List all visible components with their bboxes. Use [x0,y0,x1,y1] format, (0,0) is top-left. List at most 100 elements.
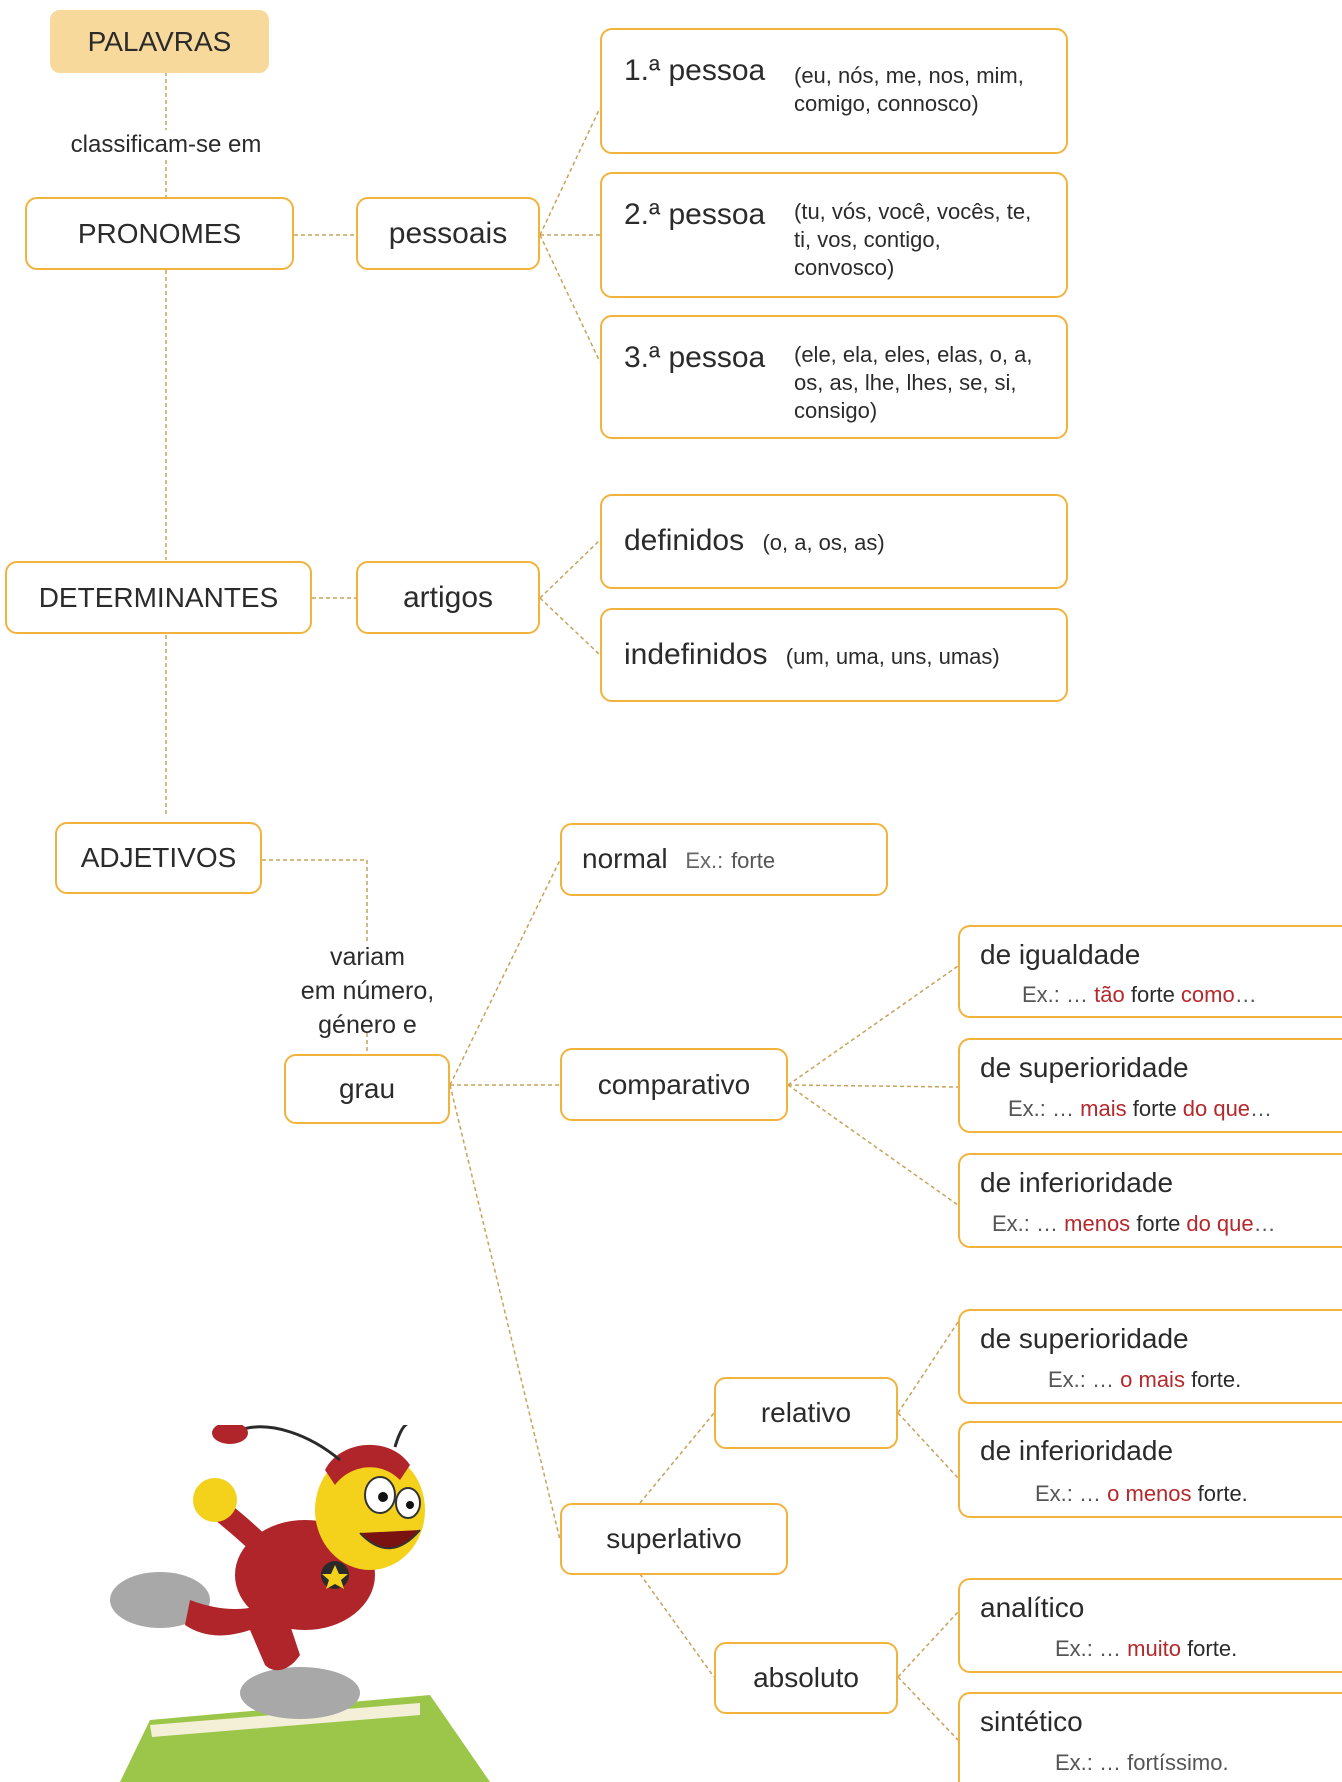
link-abs-sintetico [897,1676,959,1741]
normal-ex: forte [731,848,776,873]
link-comp-inferioridade [787,1084,959,1206]
adjetivos-label: ADJETIVOS [80,842,237,873]
link-super-relativo [639,1412,715,1504]
ex-word: forte. [1191,1367,1242,1392]
ex-highlight: como [1180,982,1235,1007]
link-adjetivos-variam [262,859,368,942]
rel-superioridade-title: de superioridade [980,1323,1189,1354]
node-indefinidos: indefinidos (um, uma, uns, umas) [600,608,1068,702]
ex-highlight: muito [1127,1636,1181,1661]
node-comparativo: comparativo [560,1048,788,1121]
ex-ellipsis: … [1253,1211,1276,1236]
ex-prefix: Ex.: … [1008,1096,1075,1121]
analitico-title: analítico [980,1592,1085,1623]
ex-prefix: Ex.: … [1048,1367,1115,1392]
node-determinantes: DETERMINANTES [5,561,312,634]
rel-inferioridade-title: de inferioridade [980,1435,1174,1466]
pronomes-label: PRONOMES [77,217,242,249]
link-line-1: variam [329,943,405,971]
link-pessoais-3 [539,234,601,363]
node-grau: grau [284,1054,450,1124]
node-relativo: relativo [714,1377,898,1449]
node-rel-inferioridade: de inferioridade Ex.: … o menos forte. [958,1421,1342,1518]
ex-prefix: Ex.: … fortíssimo. [1055,1750,1229,1775]
sintetico-title: sintético [980,1706,1083,1737]
pessoa-3-title: 3.ª pessoa [624,341,766,374]
rel-superioridade-example: Ex.: … o mais forte. [1048,1367,1241,1393]
link-abs-analitico [897,1611,959,1678]
comp-superioridade-title: de superioridade [980,1052,1189,1083]
comparativo-label: comparativo [597,1068,751,1100]
root-label: PALAVRAS [87,25,232,57]
link-artigos-definidos [539,539,601,599]
artigos-label: artigos [402,580,494,614]
ex-highlight: o mais [1120,1367,1185,1392]
rel-inferioridade-example: Ex.: … o menos forte. [1035,1481,1248,1507]
determinantes-label: DETERMINANTES [38,581,279,613]
pessoa-2-title: 2.ª pessoa [624,198,766,231]
pessoa-1-title: 1.ª pessoa [624,54,766,87]
ex-word: forte [1136,1211,1181,1236]
link-rel-superioridade [897,1321,959,1414]
node-adjetivos: ADJETIVOS [55,822,262,894]
node-sintetico: sintético Ex.: … fortíssimo. [958,1692,1342,1782]
definidos-detail: (o, a, os, as) [762,530,885,555]
ex-prefix: Ex.: … [1022,982,1089,1007]
link-artigos-indefinidos [539,597,601,656]
node-pronomes: PRONOMES [25,197,294,270]
link-comp-superioridade [787,1084,959,1088]
root-link-label: classificam-se em [70,131,262,158]
pessoa-2-detail: (tu, vós, você, vocês, te, ti, vos, cont… [794,199,1032,280]
root-node-palavras: PALAVRAS [50,10,269,73]
ex-ellipsis: … [1234,982,1257,1007]
ex-prefix: Ex.: … [992,1211,1059,1236]
normal-label: normal [582,843,668,874]
link-super-absoluto [639,1573,715,1678]
igualdade-title: de igualdade [980,939,1141,970]
ex-word: forte [1132,1096,1177,1121]
ex-highlight: o menos [1107,1481,1192,1506]
ex-prefix: Ex.: … [1055,1636,1122,1661]
definidos-title: definidos [624,524,745,557]
ex-highlight: menos [1064,1211,1131,1236]
node-definidos: definidos (o, a, os, as) [600,494,1068,589]
absoluto-label: absoluto [753,1662,859,1693]
ex-ellipsis: … [1250,1096,1273,1121]
indefinidos-title: indefinidos [624,638,768,671]
link-line-3: género e [318,1011,417,1039]
pessoa-1-detail: (eu, nós, me, nos, mim, comigo, connosco… [794,63,1024,116]
node-2-pessoa: 2.ª pessoa (tu, vós, você, vocês, te, ti… [600,172,1068,298]
link-rel-inferioridade [897,1412,959,1479]
node-artigos: artigos [356,561,540,634]
ex-prefix: Ex.: … [1035,1481,1102,1506]
grau-label: grau [338,1073,396,1104]
node-1-pessoa: 1.ª pessoa (eu, nós, me, nos, mim, comig… [600,28,1068,154]
ex-highlight: mais [1080,1096,1127,1121]
ex-highlight: tão [1094,982,1125,1007]
pessoa-3-detail: (ele, ela, eles, elas, o, a, os, as, lhe… [794,342,1033,423]
adjetivos-link-label: variam em número, género e [285,940,450,1042]
ex-word: forte [1130,982,1175,1007]
node-pessoais: pessoais [356,197,540,270]
comp-inferioridade-title: de inferioridade [980,1167,1174,1198]
link-comp-igualdade [787,965,959,1086]
ex-highlight: do que [1182,1096,1251,1121]
pessoais-label: pessoais [388,216,508,250]
node-analitico: analítico Ex.: … muito forte. [958,1578,1342,1673]
normal-ex-prefix: Ex.: [685,848,724,873]
link-line-2: em número, [300,977,435,1005]
indefinidos-detail: (um, uma, uns, umas) [785,644,1000,669]
superlativo-label: superlativo [606,1523,742,1554]
node-absoluto: absoluto [714,1642,898,1714]
node-superlativo: superlativo [560,1503,788,1575]
ex-highlight: do que [1186,1211,1254,1236]
link-grau-superlativo [449,1084,561,1541]
mascot-illustration [110,1425,490,1782]
